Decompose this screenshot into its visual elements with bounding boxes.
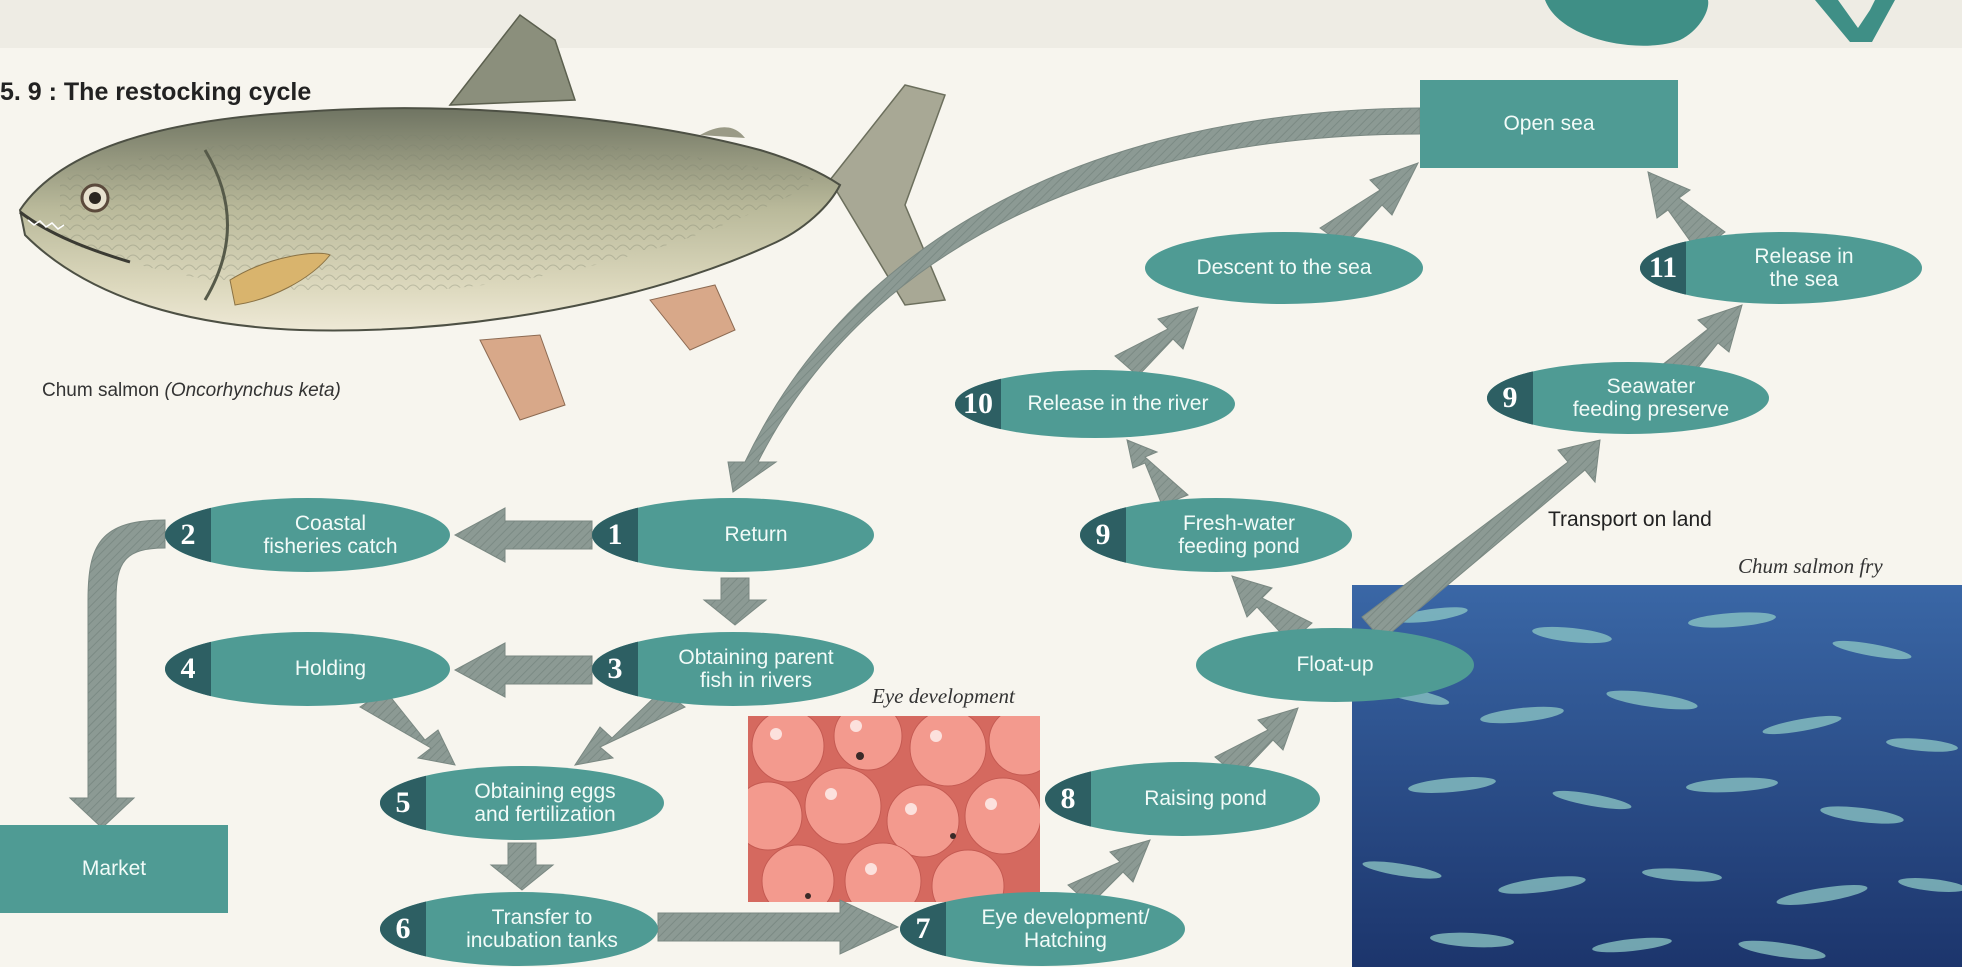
node-eye-development-hatching: 7 Eye development/ Hatching xyxy=(900,892,1185,966)
step-number: 9 xyxy=(1487,362,1533,434)
node-raising-pond: 8 Raising pond xyxy=(1045,762,1320,836)
step-label: Return xyxy=(644,498,868,572)
arrow-transfer-to-hatching xyxy=(658,900,898,954)
step-label: Float-up xyxy=(1204,628,1466,702)
open-sea-box: Open sea xyxy=(1420,80,1678,168)
node-obtaining-eggs: 5 Obtaining eggs and fertilization xyxy=(380,766,664,840)
node-return: 1 Return xyxy=(592,498,874,572)
arrow-coastal-to-market xyxy=(70,520,165,828)
step-label: Obtaining parent fish in rivers xyxy=(644,632,868,706)
step-number: 4 xyxy=(165,632,211,706)
step-label: Seawater feeding preserve xyxy=(1539,362,1763,434)
step-number: 7 xyxy=(900,892,946,966)
arrow-eggs-to-transfer xyxy=(491,843,553,890)
step-number: 2 xyxy=(165,498,211,572)
step-number: 1 xyxy=(592,498,638,572)
arrow-land-transport xyxy=(1362,440,1600,640)
arrow-river-to-descent xyxy=(1115,307,1198,376)
node-descent-to-sea: Descent to the sea xyxy=(1145,232,1423,304)
step-number: 11 xyxy=(1640,232,1686,304)
step-label: Fresh-water feeding pond xyxy=(1132,498,1346,572)
market-box: Market xyxy=(0,825,228,913)
arrow-freshwater-to-river xyxy=(1127,440,1188,505)
node-release-in-river: 10 Release in the river xyxy=(955,370,1235,438)
step-label: Holding xyxy=(217,632,444,706)
step-label: Eye development/ Hatching xyxy=(952,892,1179,966)
step-number: 6 xyxy=(380,892,426,966)
node-seawater-feeding-preserve: 9 Seawater feeding preserve xyxy=(1487,362,1769,434)
node-transfer-to-incubation: 6 Transfer to incubation tanks xyxy=(380,892,658,966)
step-number: 5 xyxy=(380,766,426,840)
arrow-parent-to-holding xyxy=(455,643,592,697)
step-number: 8 xyxy=(1045,762,1091,836)
node-float-up: Float-up xyxy=(1196,628,1474,702)
transport-label: Transport on land xyxy=(1548,508,1712,532)
node-coastal-fisheries-catch: 2 Coastal fisheries catch xyxy=(165,498,450,572)
step-label: Obtaining eggs and fertilization xyxy=(432,766,658,840)
step-label: Release in the river xyxy=(1007,370,1229,438)
node-fresh-water-feeding-pond: 9 Fresh-water feeding pond xyxy=(1080,498,1352,572)
step-number: 10 xyxy=(955,370,1001,438)
step-label: Coastal fisheries catch xyxy=(217,498,444,572)
step-label: Descent to the sea xyxy=(1153,232,1415,304)
step-number: 3 xyxy=(592,632,638,706)
arrow-return-to-coastal xyxy=(455,508,592,562)
arrow-return-to-parent xyxy=(704,578,766,625)
node-holding: 4 Holding xyxy=(165,632,450,706)
node-obtaining-parent-fish: 3 Obtaining parent fish in rivers xyxy=(592,632,874,706)
step-label: Raising pond xyxy=(1097,762,1314,836)
step-label: Release in the sea xyxy=(1692,232,1916,304)
node-release-in-sea: 11 Release in the sea xyxy=(1640,232,1922,304)
step-label: Transfer to incubation tanks xyxy=(432,892,652,966)
step-number: 9 xyxy=(1080,498,1126,572)
